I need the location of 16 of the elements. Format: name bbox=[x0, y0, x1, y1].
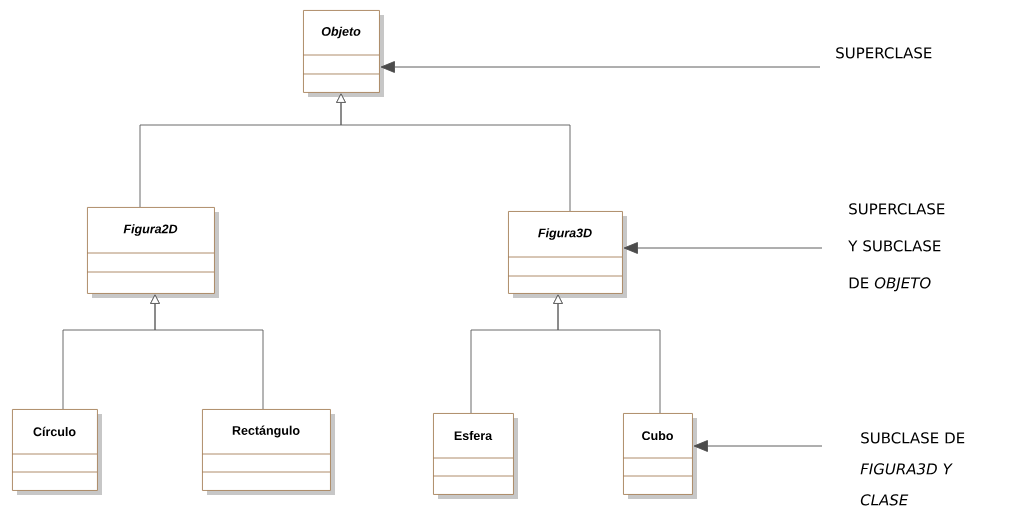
class-box: Cubo bbox=[622, 413, 697, 499]
generalization-arrow bbox=[336, 93, 571, 212]
class-box: Figura2D bbox=[86, 207, 219, 298]
class-box: Círculo bbox=[11, 409, 102, 495]
annotation-text: SUBCLASE DE FIGURA3D Y CLASE bbox=[860, 432, 965, 506]
class-box: Esfera bbox=[432, 413, 518, 499]
annotation-text: SUPERCLASE Y SUBCLASE DE OBJETO bbox=[848, 203, 945, 292]
arrow bbox=[693, 440, 823, 452]
generalization-arrow bbox=[150, 294, 264, 410]
arrow bbox=[380, 61, 821, 73]
class-box: Objeto bbox=[302, 10, 384, 97]
class-box: Figura3D bbox=[507, 211, 627, 298]
generalization-arrow bbox=[553, 294, 661, 414]
annotation-text: SUPERCLASE bbox=[836, 47, 932, 59]
arrow bbox=[623, 242, 823, 254]
class-box: Rectángulo bbox=[201, 409, 335, 495]
